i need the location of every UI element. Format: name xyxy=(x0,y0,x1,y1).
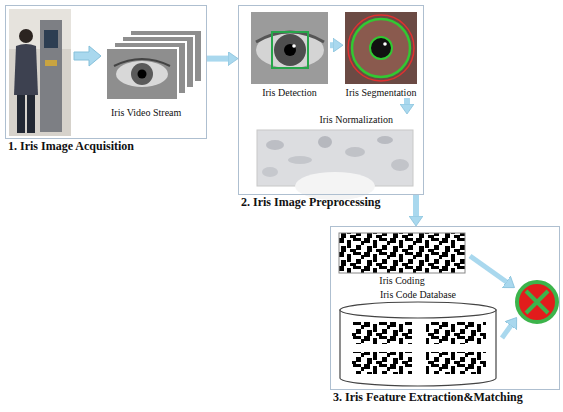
stored-code xyxy=(352,322,412,344)
video-frames xyxy=(106,30,202,100)
eye-glint xyxy=(292,44,296,48)
iris-code-image xyxy=(339,233,465,273)
person-head xyxy=(19,29,33,43)
kiosk xyxy=(40,20,62,132)
iris-boundary xyxy=(352,19,410,77)
person-photo xyxy=(9,9,71,136)
flow-arrow xyxy=(207,56,230,62)
eye-glint xyxy=(383,42,387,46)
image-group: Iris Normalization xyxy=(255,114,415,190)
cylinder-top xyxy=(340,302,496,318)
texture xyxy=(318,136,332,148)
flow-arrow xyxy=(330,42,335,48)
flow-arrow xyxy=(413,195,419,218)
stage-title: 1. Iris Image Acquisition xyxy=(8,140,134,153)
flow-arrow xyxy=(502,324,512,338)
texture xyxy=(262,167,278,177)
eye-pupil xyxy=(138,70,147,79)
match-result-symbol xyxy=(517,282,557,322)
eye-sclera xyxy=(116,61,168,87)
normalized-iris-strip xyxy=(257,130,413,200)
result-cross xyxy=(526,291,548,313)
image-group: Iris Video Stream xyxy=(103,22,200,118)
person-leg xyxy=(27,95,35,133)
photo-ground xyxy=(9,9,71,136)
kiosk-panel xyxy=(45,60,57,66)
image-caption: Iris Normalization xyxy=(319,114,393,125)
image-caption: Iris Video Stream xyxy=(111,107,181,118)
eye-photo xyxy=(345,12,417,84)
stage-panel: 1. Iris Image AcquisitionIris Video Stre… xyxy=(5,5,207,139)
stored-code xyxy=(426,352,486,374)
image-group: Iris Segmentation xyxy=(343,10,419,98)
detection-image xyxy=(251,12,328,84)
eye-pupil xyxy=(284,44,296,56)
stage-panel: 2. Iris Image PreprocessingIris Detectio… xyxy=(238,5,424,195)
stage-panel: 3. Iris Feature Extraction&MatchingIris … xyxy=(330,226,560,390)
image-group: Iris Coding xyxy=(336,230,468,286)
eye-iris xyxy=(274,34,306,66)
result-circle xyxy=(517,282,557,322)
segment-boundary xyxy=(348,15,414,81)
pupil-boundary xyxy=(370,37,392,59)
flow-arrow xyxy=(470,256,508,283)
image-caption: Iris Detection xyxy=(262,87,317,98)
texture xyxy=(391,159,409,171)
image-caption: Iris Code Database xyxy=(380,289,456,300)
database-cylinder xyxy=(340,302,496,386)
eye-lid xyxy=(114,59,170,66)
image-caption: Iris Segmentation xyxy=(346,87,417,98)
image-caption: Iris Coding xyxy=(379,275,424,286)
segmentation-image xyxy=(345,12,417,84)
texture xyxy=(345,147,365,157)
video-frame xyxy=(106,48,178,100)
flow-arrow xyxy=(74,46,101,66)
flow-arrow xyxy=(404,98,410,106)
texture xyxy=(266,140,284,150)
texture xyxy=(288,156,312,164)
image-group: Iris Detection xyxy=(249,10,330,98)
person-body xyxy=(14,44,38,95)
stored-code xyxy=(426,322,486,344)
stored-code xyxy=(352,352,412,374)
stage-title: 3. Iris Feature Extraction&Matching xyxy=(333,391,523,404)
texture xyxy=(377,136,393,144)
cylinder-body xyxy=(340,310,496,386)
eye-photo xyxy=(251,12,328,84)
kiosk-screen xyxy=(44,30,58,48)
image-group: Iris Code Database xyxy=(336,289,500,387)
eye-sclera xyxy=(256,32,324,68)
person-leg xyxy=(17,95,25,133)
eye-iris xyxy=(131,63,153,85)
detection-box xyxy=(272,32,308,68)
stage-title: 2. Iris Image Preprocessing xyxy=(241,196,381,209)
